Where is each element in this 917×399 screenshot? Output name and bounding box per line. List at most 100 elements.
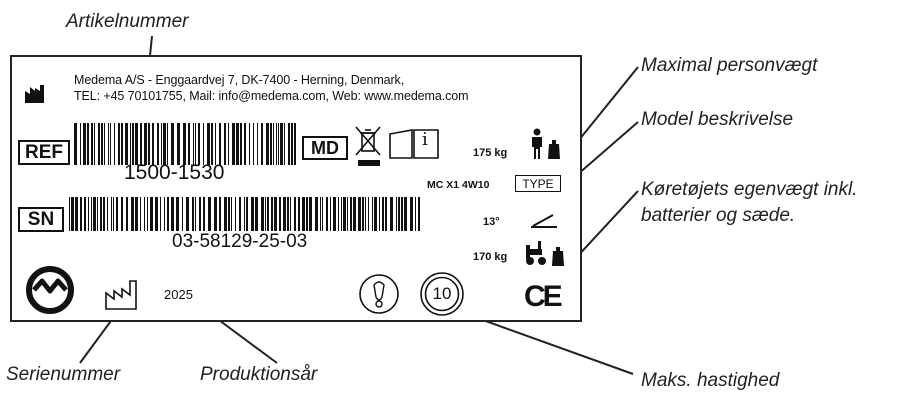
barcode-bar: [160, 197, 161, 231]
barcode-bar: [116, 197, 118, 231]
callout-model-beskrivelse: Model beskrivelse: [641, 109, 794, 130]
year-value: 2025: [164, 287, 193, 302]
barcode-bar: [271, 197, 273, 231]
barcode-bar: [188, 123, 190, 165]
barcode-bar: [101, 123, 103, 165]
barcode-bar: [88, 197, 89, 231]
barcode-bar: [274, 197, 277, 231]
barcode-bar: [244, 197, 245, 231]
barcode-bar: [347, 197, 348, 231]
type-symbol-label: TYPE: [522, 176, 554, 191]
barcode-bar: [195, 197, 196, 231]
ce-mark: CE: [524, 280, 563, 313]
barcode-bar: [167, 197, 169, 231]
barcode-bar: [84, 197, 86, 231]
barcode-bar: [144, 123, 147, 165]
barcode-bar: [132, 123, 134, 165]
barcode-bar: [362, 197, 364, 231]
barcode-bar: [148, 123, 150, 165]
barcode-bar: [228, 123, 229, 165]
barcode-bar: [110, 123, 111, 165]
barcode-bar: [251, 197, 254, 231]
barcode-bar: [130, 123, 131, 165]
barcode-bar: [279, 197, 281, 231]
barcode-bar: [167, 123, 168, 165]
manufacturer-contact: TEL: +45 70101755, Mail: info@medema.com…: [74, 89, 469, 103]
ref-symbol: REF: [18, 140, 70, 165]
max-speed-value: 10: [432, 284, 452, 303]
barcode-bar: [267, 197, 269, 231]
barcode-bar: [157, 123, 159, 165]
barcode-bar: [270, 123, 272, 165]
weee-bin-icon: [355, 126, 381, 166]
barcode-bar: [126, 197, 128, 231]
manufacturer-icon: [25, 85, 44, 103]
info-symbol: i: [422, 129, 428, 150]
barcode-bar: [114, 123, 115, 165]
barcode-bar: [396, 197, 397, 231]
barcode-bar: [315, 197, 318, 231]
barcode-bar: [302, 197, 305, 231]
barcode-bar: [186, 197, 189, 231]
barcode-bar: [291, 123, 293, 165]
barcode-bar: [368, 197, 369, 231]
barcode-bar: [107, 197, 108, 231]
medema-logo-icon: [26, 266, 74, 314]
barcode-bar: [224, 123, 226, 165]
barcode-bar: [322, 197, 323, 231]
barcode-bar: [108, 123, 109, 165]
barcode-bar: [193, 123, 194, 165]
barcode-bar: [80, 123, 81, 165]
barcode-bar: [121, 123, 123, 165]
barcode-bar: [390, 197, 393, 231]
barcode-bar: [219, 123, 221, 165]
barcode-bar: [118, 123, 120, 165]
barcode-bar: [195, 123, 196, 165]
barcode-bar: [161, 123, 162, 165]
barcode-bar: [253, 123, 254, 165]
barcode-bar: [150, 197, 153, 231]
instructions-book-icon: [389, 129, 439, 159]
barcode-bar: [398, 197, 400, 231]
ref-number: 1500-1530: [124, 161, 225, 184]
barcode-bar: [306, 197, 308, 231]
barcode-bar: [353, 197, 356, 231]
barcode-bar: [113, 197, 114, 231]
barcode-bar: [326, 197, 328, 231]
barcode-bar: [283, 197, 286, 231]
barcode-bar: [74, 123, 77, 165]
barcode-bar: [140, 197, 141, 231]
barcode-bar: [290, 197, 291, 231]
barcode-bar: [152, 123, 154, 165]
barcode-bar: [372, 197, 373, 231]
barcode-bar: [69, 197, 70, 231]
barcode-bar: [257, 123, 258, 165]
barcode-bar: [121, 197, 123, 231]
barcode-bar: [287, 197, 289, 231]
barcode-bar: [385, 197, 387, 231]
incline-value: 13°: [483, 216, 500, 228]
barcode-bar: [255, 197, 258, 231]
barcode-bar: [91, 123, 93, 165]
barcode-bar: [164, 197, 165, 231]
barcode-bar: [91, 197, 92, 231]
barcode-bar: [404, 197, 407, 231]
barcode-bar: [235, 197, 236, 231]
barcode-bar: [80, 197, 82, 231]
barcode-bar: [198, 123, 200, 165]
barcode-bar: [182, 197, 183, 231]
barcode-bar: [298, 197, 300, 231]
barcode-bar: [177, 123, 180, 165]
barcode-bar: [343, 197, 346, 231]
barcode-bar: [358, 197, 361, 231]
callout-maks-hastighed: Maks. hastighed: [641, 370, 780, 391]
md-symbol-label: MD: [311, 137, 339, 158]
barcode-bar: [341, 197, 342, 231]
barcode-bar: [224, 197, 227, 231]
barcode-bar: [125, 123, 128, 165]
incline-icon: [531, 214, 557, 228]
manufacturer-address: Medema A/S - Enggaardvej 7, DK-7400 - He…: [74, 73, 405, 87]
barcode-bar: [104, 123, 105, 165]
barcode-bar: [183, 123, 186, 165]
barcode-bar: [219, 197, 221, 231]
